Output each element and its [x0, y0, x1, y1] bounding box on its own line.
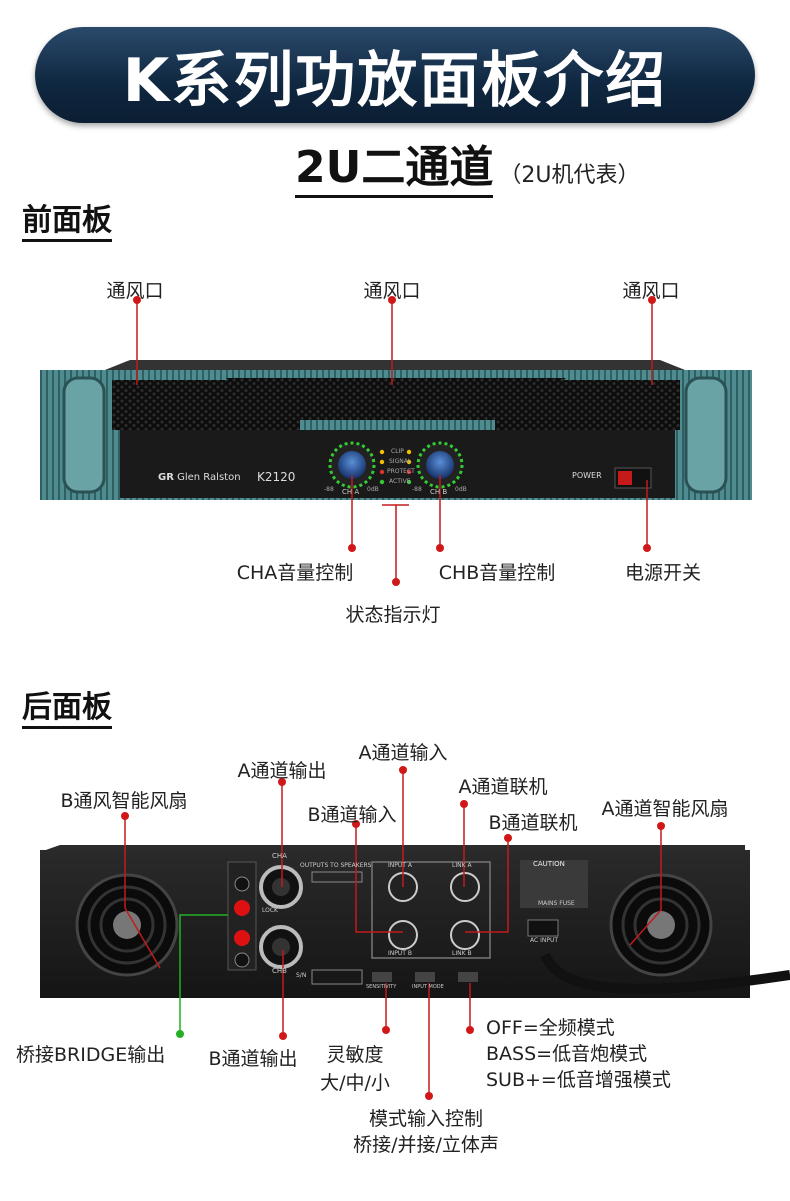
chb-scale-min: -88 — [412, 486, 422, 493]
label-vent-right: 通风口 — [622, 280, 680, 302]
rear-chb: CHB — [272, 967, 287, 975]
crossover-switch[interactable] — [458, 972, 478, 982]
rear-cha: CHA — [272, 852, 287, 860]
label-mode-2: 桥接/并接/立体声 — [353, 1134, 499, 1156]
cha-panel-label: CH A — [342, 488, 360, 496]
indicator-protect: PROTECT — [387, 468, 415, 475]
label-status-led: 状态指示灯 — [345, 604, 441, 626]
power-label: POWER — [572, 471, 602, 480]
rear-link-a: LINK A — [452, 862, 472, 869]
label-link-b: B通道联机 — [488, 812, 578, 834]
label-out-a: A通道输出 — [237, 760, 327, 782]
leader-dots — [121, 296, 665, 1100]
ac-input[interactable] — [527, 919, 559, 937]
label-in-b: B通道输入 — [307, 804, 397, 826]
rear-panel-device — [40, 845, 790, 998]
brand-name: Glen Ralston — [177, 472, 241, 483]
subtitle: 2U二通道（2U机代表） — [295, 142, 640, 198]
label-xover-3: SUB+=低音增强模式 — [486, 1069, 671, 1091]
label-xover-2: BASS=低音炮模式 — [486, 1043, 648, 1065]
label-link-a: A通道联机 — [458, 776, 548, 798]
label-out-b: B通道输出 — [208, 1048, 298, 1070]
front-leaders — [136, 300, 653, 582]
front-brand: GR Glen Ralston — [158, 472, 241, 483]
right-handle — [684, 376, 728, 494]
xlr-link-b[interactable] — [450, 920, 480, 950]
xlr-link-a[interactable] — [450, 872, 480, 902]
front-model: K2120 — [257, 470, 296, 484]
left-handle — [62, 376, 106, 494]
rear-link-b: LINK B — [452, 950, 472, 957]
brand-logo: GR — [158, 472, 174, 483]
indicator-clip: CLIP — [391, 448, 404, 455]
sensitivity-switch[interactable] — [372, 972, 392, 982]
chb-scale-max: 0dB — [455, 486, 467, 493]
vent-right — [495, 380, 680, 430]
subtitle-main: 2U二通道 — [295, 142, 494, 198]
rear-sn: S/N — [296, 972, 307, 979]
rear-input-b: INPUT B — [388, 950, 412, 957]
chb-panel-label: CH B — [430, 488, 448, 496]
cha-scale-min: -88 — [324, 486, 334, 493]
rear-leaders — [124, 770, 662, 1096]
label-power-switch: 电源开关 — [624, 562, 702, 584]
label-sens-1: 灵敏度 — [326, 1044, 384, 1066]
label-fan-b: B通风智能风扇 — [60, 790, 188, 812]
label-sens-2: 大/中/小 — [320, 1072, 390, 1094]
vent-center — [226, 378, 566, 420]
label-chb-volume: CHB音量控制 — [438, 562, 556, 584]
label-vent-center: 通风口 — [363, 280, 421, 302]
rear-caution: CAUTION — [533, 860, 565, 868]
subtitle-note: （2U机代表） — [499, 163, 640, 188]
rear-mains-fuse: MAINS FUSE — [538, 900, 575, 907]
label-in-a: A通道输入 — [358, 742, 448, 764]
rear-out-title: OUTPUTS TO SPEAKERS — [300, 862, 372, 869]
page-title: K系列功放面板介绍 — [122, 45, 668, 116]
label-cha-volume: CHA音量控制 — [236, 562, 354, 584]
xlr-input-b[interactable] — [388, 920, 418, 950]
cha-volume-knob[interactable] — [338, 451, 366, 479]
front-heading: 前面板 — [22, 203, 112, 242]
rear-heading: 后面板 — [22, 690, 112, 729]
title-banner: K系列功放面板介绍 — [35, 27, 755, 123]
rear-input-mode: INPUT MODE — [412, 984, 444, 990]
chb-volume-knob[interactable] — [426, 451, 454, 479]
indicator-signal: SIGNAL — [389, 458, 412, 465]
rear-lock: LOCK — [262, 907, 278, 914]
label-xover-1: OFF=全频模式 — [486, 1017, 615, 1039]
rear-sensitivity: SENSITIVITY — [366, 984, 397, 990]
front-panel-device — [40, 360, 752, 500]
indicator-active: ACTIVE — [389, 478, 411, 485]
label-fan-a: A通道智能风扇 — [601, 798, 729, 820]
input-mode-switch[interactable] — [415, 972, 435, 982]
label-mode-1: 模式输入控制 — [368, 1108, 484, 1130]
rear-input-a: INPUT A — [388, 862, 412, 869]
cha-scale-max: 0dB — [367, 486, 379, 493]
label-vent-left: 通风口 — [106, 280, 164, 302]
label-bridge: 桥接BRIDGE输出 — [16, 1044, 166, 1066]
rear-ac-input: AC INPUT — [530, 937, 559, 944]
